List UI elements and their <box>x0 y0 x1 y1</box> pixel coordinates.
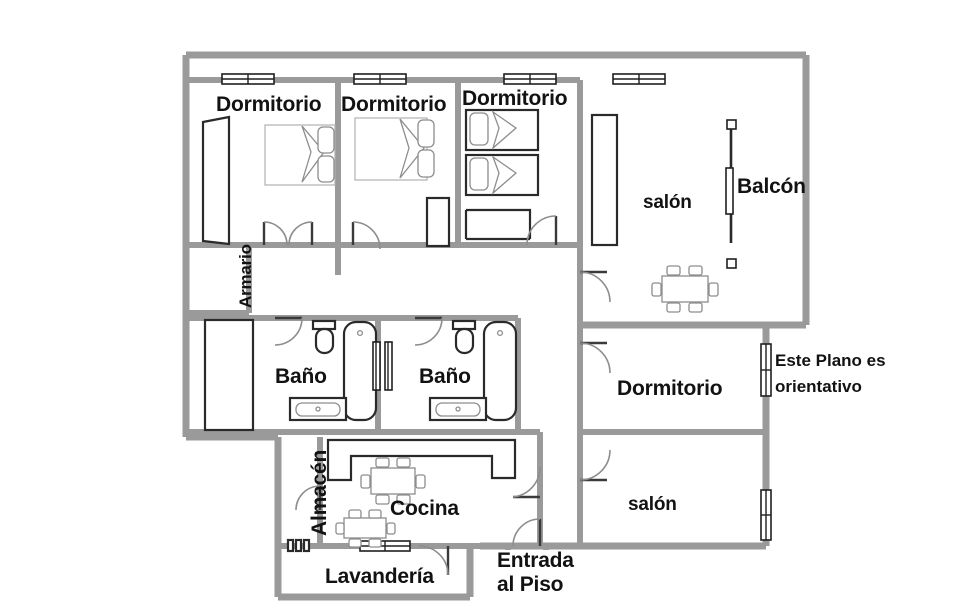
bedroom-3-furniture <box>464 108 540 241</box>
room-label-dormitorio-1: Dormitorio <box>216 93 322 116</box>
toilet-icon <box>451 319 477 355</box>
room-label-dormitorio-4: Dormitorio <box>617 377 723 400</box>
window-icon <box>503 73 557 85</box>
bed-icon <box>354 117 435 181</box>
vent-icon <box>286 538 311 553</box>
bedroom-2-furniture <box>354 117 451 248</box>
door-icon <box>579 449 611 482</box>
room-label-balcon: Balcón <box>737 175 806 198</box>
entrance-label-line2: al Piso <box>497 572 564 596</box>
dining-table-icon <box>360 457 426 505</box>
closet-icon <box>203 318 255 432</box>
counter-icon <box>326 438 517 482</box>
door-icon <box>512 466 541 499</box>
bathroom-1-fixtures <box>203 318 378 432</box>
dining-table-icon <box>335 509 396 548</box>
room-label-lavanderia: Lavandería <box>325 565 434 588</box>
sink-icon <box>288 396 348 422</box>
window-icon <box>760 343 772 397</box>
plan-disclaimer-note: Este Plano es orientativo <box>775 348 886 399</box>
bathroom-2-fixtures <box>428 319 518 422</box>
window-icon <box>760 489 772 541</box>
room-label-salon-1: salón <box>643 192 692 213</box>
room-label-almacen: Almacén <box>308 449 331 536</box>
dining-table-icon <box>651 265 719 313</box>
toilet-icon <box>311 319 337 355</box>
plan-disclaimer-line2: orientativo <box>775 376 862 396</box>
salon-1-furniture <box>590 113 719 313</box>
room-label-armario: Armario <box>236 244 255 308</box>
desk-icon <box>464 208 532 241</box>
door-icon <box>526 215 558 246</box>
balcony-railing <box>725 119 737 269</box>
cabinet-icon <box>590 113 619 247</box>
window-icon <box>353 73 407 85</box>
entrance-label-line1: Entrada <box>497 549 574 572</box>
room-label-salon-2: salón <box>628 494 677 515</box>
bed-icon <box>464 108 540 152</box>
cabinet-icon <box>425 196 451 248</box>
room-label-bano-2: Baño <box>419 365 471 388</box>
wardrobe-icon <box>201 115 231 246</box>
door-icon <box>351 221 381 250</box>
sink-icon <box>428 396 488 422</box>
door-icon <box>414 316 443 346</box>
door-icon <box>579 341 611 374</box>
window-icon <box>612 73 666 85</box>
plan-disclaimer-line1: Este Plano es <box>775 351 886 370</box>
window-icon <box>221 73 275 85</box>
window-group-right <box>760 343 772 541</box>
bathtub-icon <box>482 320 518 422</box>
door-icon <box>262 221 314 246</box>
door-icon <box>295 485 322 511</box>
window-icon <box>359 540 411 552</box>
door-icon <box>274 316 303 346</box>
entrance-door-icon <box>512 518 542 547</box>
room-label-cocina: Cocina <box>390 497 459 520</box>
bed-icon <box>264 124 336 186</box>
room-label-dormitorio-3: Dormitorio <box>462 87 568 110</box>
doors <box>262 215 611 576</box>
bathroom-sliding-doors <box>372 341 393 391</box>
window-group-top <box>221 73 666 552</box>
bedroom-1-furniture <box>201 115 336 246</box>
door-icon <box>418 545 450 576</box>
kitchen-furniture <box>286 438 517 553</box>
bed-icon <box>464 153 540 197</box>
entrance-label: Entrada al Piso <box>497 549 574 596</box>
entrance-threshold <box>505 543 549 550</box>
door-icon <box>579 270 611 303</box>
room-label-dormitorio-2: Dormitorio <box>341 93 447 116</box>
room-label-bano-1: Baño <box>275 365 327 388</box>
bathtub-icon <box>342 320 378 422</box>
